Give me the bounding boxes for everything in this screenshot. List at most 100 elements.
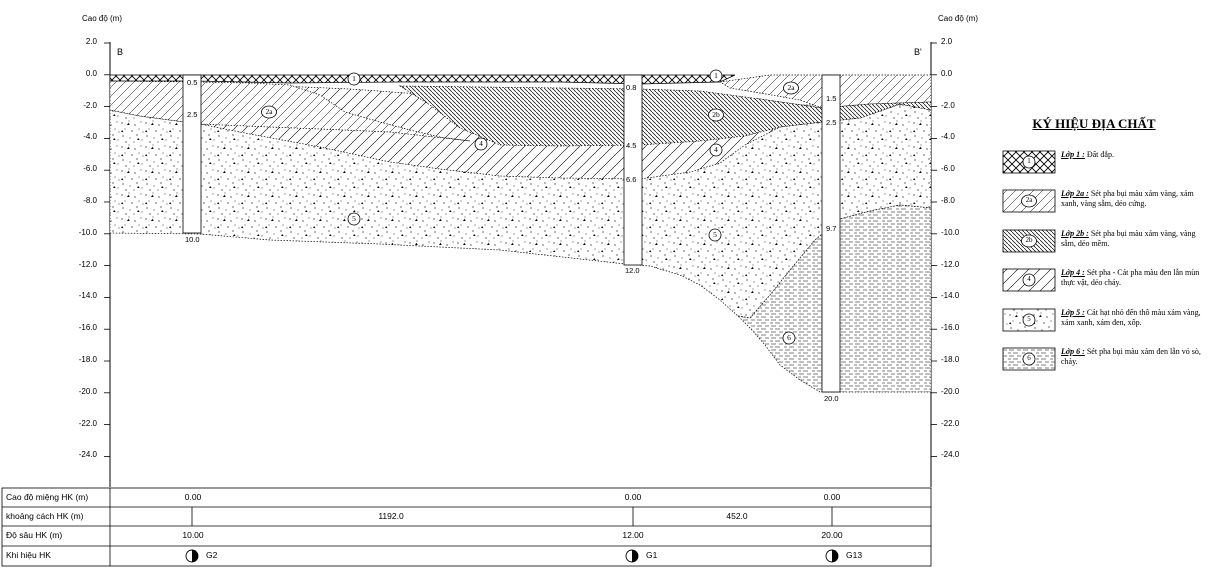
g13-depth-end: 20.0 [824, 394, 839, 403]
row-label-distance: khoảng cách HK (m) [6, 511, 84, 521]
left-tick-label: -22.0 [78, 418, 97, 428]
right-tick-label: -24.0 [941, 450, 960, 460]
g1-mark-2: 4.5 [626, 141, 637, 150]
legend-swatch-tag: 2b [1025, 236, 1033, 244]
borehole-data-table [1, 487, 932, 567]
row-label-collar-elevation: Cao độ miệng HK (m) [6, 492, 89, 502]
legend-swatch-tag: 4 [1027, 275, 1031, 283]
g2-depth: 10.00 [182, 530, 204, 540]
right-axis-title: Cao độ (m) [938, 14, 979, 23]
right-tick-label: -8.0 [941, 196, 955, 205]
layer-tag-4: 4 [479, 139, 483, 148]
legend-text: Lớp 5 : Cát hạt nhỏ đến thô màu xám vàng… [1061, 308, 1206, 328]
row-label-symbol: Khi hiệu HK [6, 550, 51, 560]
legend-layer-name: Lớp 4 : [1061, 268, 1085, 277]
right-tick-label: -2.0 [941, 100, 955, 110]
g1-depth-end: 12.0 [625, 266, 640, 275]
left-tick-label: -16.0 [78, 323, 97, 333]
g2-name: G2 [206, 550, 218, 560]
section-end-label: B' [914, 47, 922, 57]
left-tick-label: -18.0 [78, 355, 97, 364]
legend-text: Lớp 1 : Đất đắp. [1061, 150, 1206, 160]
left-tick-label: -6.0 [83, 164, 97, 174]
left-tick-label: -4.0 [83, 132, 97, 142]
layer-tag-1: 1 [714, 71, 718, 80]
g2-mark-2: 2.5 [187, 110, 198, 119]
layer-tag-1: 1 [352, 74, 356, 83]
left-tick-label: 0.0 [85, 68, 97, 78]
legend-swatch-tag: 2a [1025, 196, 1033, 204]
g1-collar-elevation: 0.00 [624, 492, 642, 502]
g1-mark-1: 0.8 [626, 83, 637, 92]
layer-1-fill [109, 74, 736, 85]
g1-depth: 12.00 [622, 530, 644, 540]
left-tick-label: -20.0 [78, 386, 97, 396]
legend-layer-name: Lớp 6 : [1061, 347, 1085, 356]
legend-swatch-tag: 6 [1027, 354, 1031, 362]
legend-text: Lớp 2b : Sét pha bụi màu xám vàng, vàng … [1061, 229, 1206, 249]
left-axis-title: Cao độ (m) [82, 14, 123, 23]
g13-mark-2: 2.5 [826, 118, 837, 127]
right-tick-label: -20.0 [941, 386, 960, 396]
right-tick-label: -10.0 [941, 227, 960, 237]
right-tick-label: -16.0 [941, 323, 960, 333]
borehole-g1-column [623, 74, 643, 266]
right-tick-label: 2.0 [941, 37, 953, 46]
left-tick-label: -24.0 [78, 450, 97, 460]
legend-layer-name: Lớp 1 : [1061, 150, 1085, 159]
legend-layer-description: Đất đắp. [1086, 150, 1114, 159]
legend-text: Lớp 6 : Sét pha bụi màu xám đen lẫn vỏ s… [1061, 347, 1206, 367]
legend-layer-description: Sét pha bụi màu xám vàng, xám xanh, vàng… [1061, 189, 1194, 208]
left-tick-label: -10.0 [78, 227, 97, 237]
legend-layer-name: Lớp 2b : [1061, 229, 1089, 238]
legend-swatch-tag: 5 [1027, 315, 1031, 323]
legend-layer-description: Sét pha - Cát pha màu đen lẫn mùn thực v… [1061, 268, 1200, 287]
g1-name: G1 [646, 550, 658, 560]
left-tick-label: -2.0 [83, 100, 97, 110]
legend-title: KÝ HIỆU ĐỊA CHẤT [1032, 116, 1156, 131]
legend-swatch-tag: 1 [1027, 157, 1031, 165]
layer-2b-clay [398, 85, 932, 147]
left-tick-label: 2.0 [85, 37, 97, 46]
left-tick-label: -12.0 [78, 259, 97, 269]
borehole-symbols [185, 549, 839, 563]
row-label-depth: Độ sâu HK (m) [6, 530, 63, 540]
borehole-g13-column [821, 74, 841, 393]
left-tick-label: -8.0 [83, 196, 97, 205]
g13-depth: 20.00 [821, 530, 843, 540]
g2-depth-end: 10.0 [185, 235, 200, 244]
axis-tick-marks [104, 42, 937, 457]
left-tick-label: -14.0 [78, 291, 97, 301]
distance-g1-g13: 452.0 [726, 511, 748, 521]
legend-layer-name: Lớp 2a : [1061, 189, 1089, 198]
layer-tag-circles [261, 69, 799, 345]
g2-mark-1: 0.5 [187, 78, 198, 87]
layer-tag-2a: 2a [787, 83, 795, 92]
g13-name: G13 [846, 550, 863, 560]
right-tick-label: -14.0 [941, 291, 960, 301]
legend-text: Lớp 2a : Sét pha bụi màu xám vàng, xám x… [1061, 189, 1206, 209]
g13-mark-3: 9.7 [826, 224, 837, 233]
right-tick-label: -12.0 [941, 259, 960, 269]
g13-collar-elevation: 0.00 [823, 492, 841, 502]
layer-tag-2b: 2b [712, 110, 720, 119]
right-tick-label: 0.0 [941, 68, 953, 78]
right-tick-label: -6.0 [941, 164, 955, 174]
layer-tag-5: 5 [352, 214, 356, 223]
layer-tag-6: 6 [787, 333, 791, 342]
borehole-g2-column [182, 74, 202, 234]
layer-tag-2a: 2a [265, 107, 273, 116]
right-tick-label: -22.0 [941, 418, 960, 428]
legend-layer-description: Sét pha bụi màu xám vàng, vàng sẫm, dẻo … [1061, 229, 1196, 248]
distance-g2-g1: 1192.0 [378, 511, 404, 521]
section-start-label: B [117, 47, 124, 57]
legend-swatches [1002, 150, 1056, 371]
g2-collar-elevation: 0.00 [184, 492, 202, 502]
legend-layer-name: Lớp 5 : [1061, 308, 1085, 317]
legend-layer-description: Cát hạt nhỏ đến thô màu xám vàng, xám xa… [1061, 308, 1201, 327]
legend-text: Lớp 4 : Sét pha - Cát pha màu đen lẫn mù… [1061, 268, 1206, 288]
right-tick-label: -4.0 [941, 132, 955, 142]
layer-tag-4: 4 [714, 145, 718, 154]
right-tick-label: -18.0 [941, 355, 960, 364]
